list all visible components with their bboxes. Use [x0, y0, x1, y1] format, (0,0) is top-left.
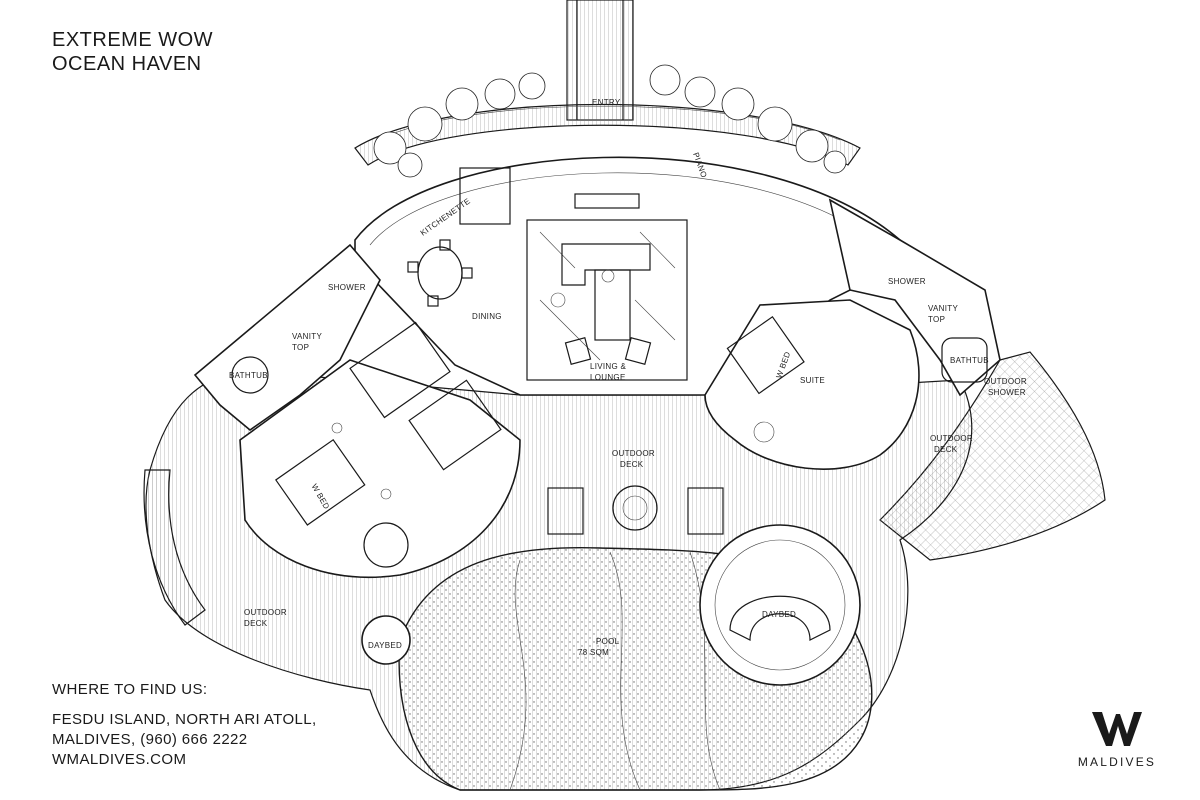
- title-line-1: EXTREME WOW: [52, 29, 214, 51]
- left-bath-wing: [193, 243, 381, 432]
- find-us-heading: WHERE TO FIND US:: [52, 681, 208, 698]
- kitchenette-counter: [459, 167, 511, 225]
- label-top-right: TOP: [928, 315, 945, 324]
- label-outdoor-shower-2: SHOWER: [988, 388, 1026, 397]
- label-pool-size: 78 SQM: [578, 648, 609, 657]
- label-outdoor-shower-1: OUTDOOR: [984, 377, 1027, 386]
- address-line-2: MALDIVES, (960) 666 2222: [52, 731, 248, 748]
- label-outdoor-deck-center-1: OUTDOOR: [612, 449, 655, 458]
- left-deck-band: [143, 469, 206, 626]
- contact-info: WHERE TO FIND US: FESDU ISLAND, NORTH AR…: [52, 680, 317, 770]
- brand-name: MALDIVES: [1077, 755, 1157, 769]
- plan-title: EXTREME WOW OCEAN HAVEN: [52, 28, 213, 76]
- right-bath-wing: [828, 198, 1001, 397]
- label-shower-left: SHOWER: [328, 283, 366, 292]
- label-daybed-small: DAYBED: [368, 641, 402, 650]
- daybed-large-circle: [699, 524, 861, 686]
- label-dining: DINING: [472, 312, 502, 321]
- title-line-2: OCEAN HAVEN: [52, 53, 202, 75]
- label-lounge: LOUNGE: [590, 373, 626, 382]
- deck-firepit: [612, 485, 658, 531]
- label-entry: ENTRY: [592, 98, 621, 107]
- w-bed-right: [726, 315, 805, 395]
- entry-walkway: [566, 0, 634, 121]
- bathtub-right: [941, 337, 988, 383]
- w-bed-left: [275, 438, 366, 526]
- label-shower-right: SHOWER: [888, 277, 926, 286]
- website-text: WMALDIVES.COM: [52, 751, 187, 768]
- label-vanity-right: VANITY: [928, 304, 958, 313]
- sunlounger-2: [687, 487, 724, 535]
- label-living: LIVING &: [590, 362, 627, 371]
- sunlounger-1: [547, 487, 584, 535]
- label-outdoor-deck-left-2: DECK: [244, 619, 268, 628]
- w-maldives-logo: MALDIVES: [1062, 708, 1172, 769]
- label-pool: POOL: [596, 637, 620, 646]
- w-logo-icon: [1092, 712, 1142, 746]
- label-outdoor-deck-center-2: DECK: [620, 460, 644, 469]
- label-top-left: TOP: [292, 343, 309, 352]
- label-suite: SUITE: [800, 376, 825, 385]
- tree-cluster-right: [649, 64, 847, 174]
- label-outdoor-deck-left-1: OUTDOOR: [244, 608, 287, 617]
- living-lounge-box: [526, 219, 688, 381]
- label-daybed-large: DAYBED: [762, 610, 796, 619]
- right-suite: [704, 299, 920, 470]
- label-vanity-left: VANITY: [292, 332, 322, 341]
- label-bathtub-left: BATHTUB: [229, 371, 268, 380]
- label-outdoor-deck-right-1: OUTDOOR: [930, 434, 973, 443]
- bathtub-left: [231, 356, 269, 394]
- address-line-1: FESDU ISLAND, NORTH ARI ATOLL,: [52, 711, 317, 728]
- lounge-sofa: [561, 243, 651, 286]
- daybed-small-circle: [361, 615, 411, 665]
- label-bathtub-right: BATHTUB: [950, 356, 989, 365]
- label-outdoor-deck-right-2: DECK: [934, 445, 958, 454]
- tree-cluster-left: [373, 72, 546, 178]
